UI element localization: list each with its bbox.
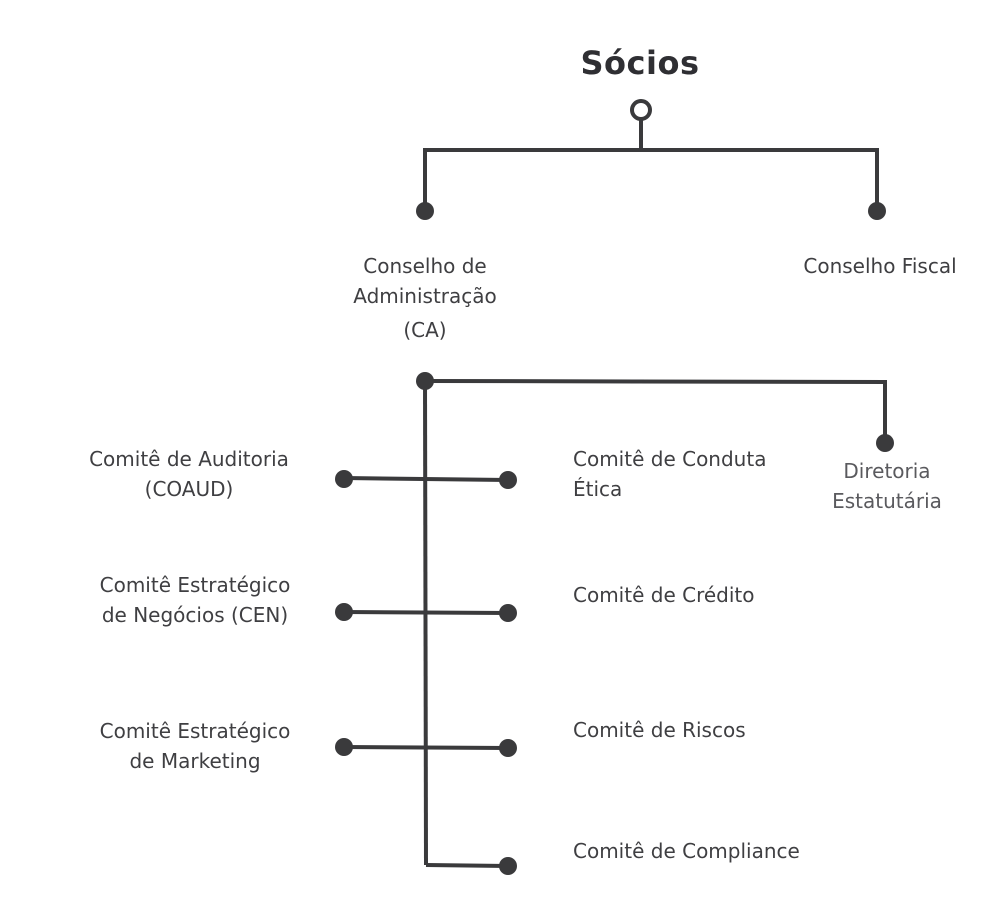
row-3-bar — [343, 745, 509, 750]
node-label-line: Ética — [573, 477, 623, 501]
node-label-line: Estatutária — [832, 489, 942, 513]
node-label-line: Diretoria — [843, 459, 931, 483]
row-4-bar — [425, 863, 509, 868]
node-label-abbr: (CA) — [403, 318, 447, 342]
node-label-line: Conselho Fiscal — [803, 254, 957, 278]
credito-node-dot — [499, 604, 517, 622]
fiscal-node-dot — [868, 202, 886, 220]
node-conselho-administracao: Conselho de Administração (CA) — [353, 251, 497, 345]
node-label-line: de Marketing — [129, 749, 261, 773]
diagram-title: Sócios — [580, 44, 700, 82]
node-comite-credito: Comitê de Crédito — [573, 580, 754, 610]
marketing-node-dot — [335, 738, 353, 756]
node-comite-estrategico-marketing: Comitê Estratégico de Marketing — [100, 716, 291, 776]
node-label-line: Administração — [353, 284, 497, 308]
conduta-node-dot — [499, 471, 517, 489]
compliance-node-dot — [499, 857, 517, 875]
node-comite-auditoria: Comitê de Auditoria (COAUD) — [89, 444, 289, 504]
row-1-bar — [343, 476, 509, 482]
node-label-line: Conselho de — [363, 254, 487, 278]
node-label-line: de Negócios (CEN) — [101, 603, 289, 627]
node-comite-conduta-etica: Comitê de Conduta Ética — [573, 444, 766, 504]
node-label-line: (COAUD) — [144, 477, 234, 501]
node-label-line: Comitê de Riscos — [573, 718, 746, 742]
node-diretoria-estatutaria: Diretoria Estatutária — [832, 456, 942, 516]
diretoria-bar — [424, 379, 886, 384]
coaud-node-dot — [335, 470, 353, 488]
cen-node-dot — [335, 603, 353, 621]
node-comite-estrategico-negocios: Comitê Estratégico de Negócios (CEN) — [100, 570, 291, 630]
ca-node-dot — [416, 202, 434, 220]
node-label-line: Comitê de Conduta — [573, 447, 767, 471]
node-conselho-fiscal: Conselho Fiscal — [803, 251, 956, 281]
node-label-line: Comitê de Compliance — [573, 839, 800, 863]
diretoria-node-dot — [876, 434, 894, 452]
node-label-line: Comitê de Auditoria — [89, 447, 289, 471]
node-comite-riscos: Comitê de Riscos — [573, 715, 746, 745]
riscos-node-dot — [499, 739, 517, 757]
row-2-bar — [343, 610, 509, 615]
root-node-ring — [630, 99, 652, 121]
node-label-line: Comitê Estratégico — [99, 719, 291, 743]
node-label-line: Comitê Estratégico — [99, 573, 291, 597]
node-label-line: Comitê de Crédito — [573, 583, 755, 607]
node-comite-compliance: Comitê de Compliance — [573, 836, 800, 866]
ca-trunk — [423, 380, 428, 866]
